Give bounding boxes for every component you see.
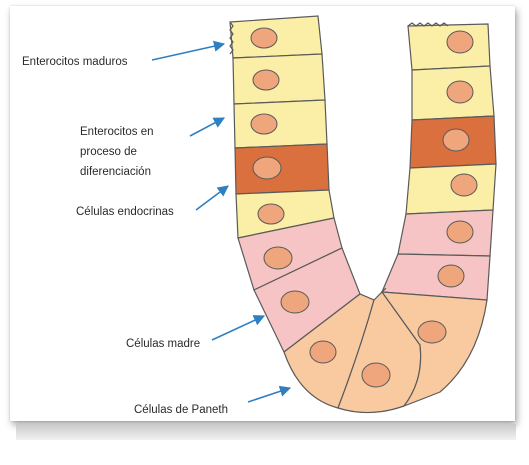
arrow-differentiating — [190, 118, 224, 136]
nucleus — [447, 81, 473, 103]
nucleus — [251, 114, 277, 134]
endocrine-cell — [235, 144, 329, 194]
arrow-paneth — [248, 388, 290, 402]
nucleus — [447, 221, 473, 243]
label-endocrine-cells: Células endocrinas — [76, 206, 174, 218]
nucleus — [418, 321, 446, 343]
label-differentiating-line2: proceso de — [80, 146, 137, 158]
arrow-endocrine — [196, 186, 228, 210]
nucleus — [281, 291, 309, 313]
label-differentiating-line3: diferenciación — [80, 166, 151, 178]
enterocyte-cell — [406, 164, 496, 214]
nucleus — [447, 31, 473, 53]
nucleus — [451, 174, 477, 196]
label-mature-enterocytes: Enterocitos maduros — [22, 56, 128, 68]
nucleus — [264, 247, 292, 269]
differentiating-enterocyte-cell — [234, 100, 327, 148]
arrow-mature — [152, 44, 224, 60]
label-paneth-cells: Células de Paneth — [134, 404, 228, 416]
nucleus — [253, 157, 281, 179]
nucleus — [310, 341, 336, 363]
nucleus — [438, 265, 464, 287]
arrow-stem — [212, 316, 264, 340]
label-stem-cells: Células madre — [126, 338, 200, 350]
nucleus — [258, 204, 284, 224]
right-wall — [382, 23, 496, 300]
nucleus — [443, 129, 469, 151]
label-differentiating-line1: Enterocitos en — [80, 126, 154, 138]
nucleus — [251, 28, 277, 48]
nucleus — [253, 70, 279, 90]
nucleus — [362, 363, 390, 387]
labels: Enterocitos maduros Enterocitos en proce… — [22, 56, 228, 416]
stem-cell — [398, 210, 493, 256]
